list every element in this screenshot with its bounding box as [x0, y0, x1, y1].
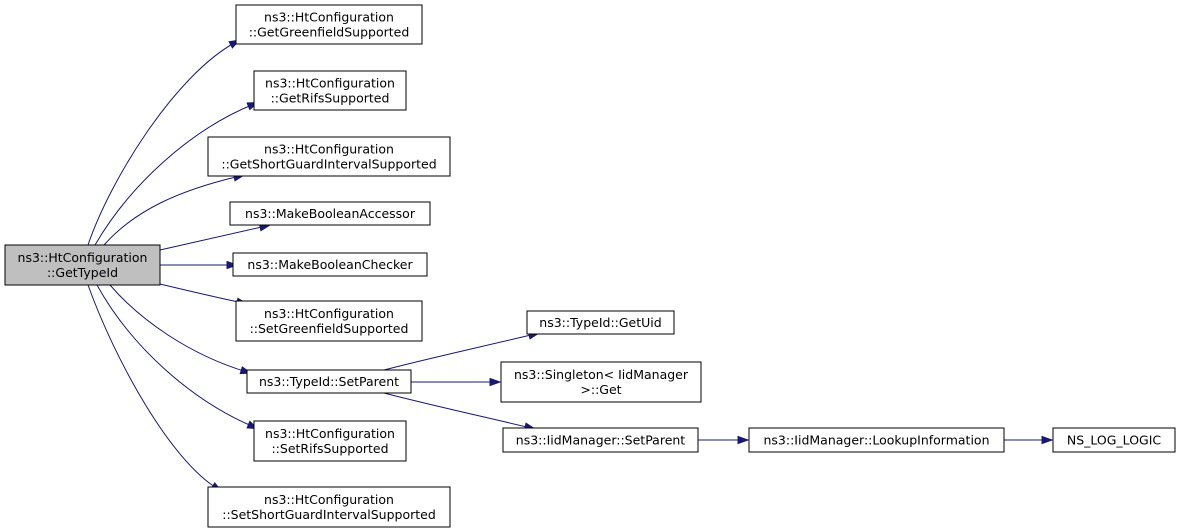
- node-box: [500, 361, 702, 403]
- arrowhead-icon: [489, 377, 502, 387]
- arrowhead-icon: [226, 260, 239, 270]
- node-label: ns3::MakeBooleanAccessor: [245, 206, 416, 221]
- node-typeid-get-uid[interactable]: ns3::TypeId::GetUid: [526, 310, 675, 335]
- edge-line: [94, 103, 255, 246]
- node-box: [235, 4, 423, 45]
- node-set-rifs-supported[interactable]: ns3::HtConfiguration::SetRifsSupported: [253, 420, 407, 462]
- node-label: ns3::HtConfiguration: [264, 142, 394, 157]
- node-set-greenfield-supported[interactable]: ns3::HtConfiguration::SetGreenfieldSuppo…: [235, 300, 423, 342]
- edge-iidmanager-set-parent-to-iidmanager-lookup-information: [698, 435, 750, 445]
- edge-line: [383, 392, 532, 429]
- node-get-type-id[interactable]: ns3::HtConfiguration::GetTypeId: [4, 244, 161, 286]
- arrowhead-icon: [737, 435, 750, 445]
- edge-get-type-id-to-typeid-set-parent: [109, 284, 253, 375]
- node-label: ns3::TypeId::GetUid: [539, 315, 661, 330]
- edge-get-type-id-to-make-boolean-checker: [159, 260, 239, 270]
- edge-get-type-id-to-make-boolean-accessor: [159, 223, 272, 251]
- node-label: ns3::Singleton< IidManager: [514, 367, 689, 382]
- node-label: ns3::HtConfiguration: [265, 426, 395, 441]
- edge-get-type-id-to-set-greenfield-supported: [159, 283, 249, 306]
- node-label: ns3::HtConfiguration: [264, 10, 394, 25]
- edge-line: [383, 333, 536, 371]
- edge-line: [96, 284, 255, 428]
- node-label: ::GetTypeId: [47, 265, 118, 280]
- edge-line: [103, 175, 241, 246]
- node-label: ::SetGreenfieldSupported: [250, 321, 409, 336]
- edge-line: [87, 284, 219, 490]
- edge-iidmanager-lookup-information-to-ns-log-logic: [1004, 435, 1054, 445]
- node-get-short-guard-interval-supported[interactable]: ns3::HtConfiguration::GetShortGuardInter…: [207, 136, 451, 177]
- node-label: ::SetShortGuardIntervalSupported: [222, 507, 436, 522]
- node-label: ns3::IidManager::LookupInformation: [763, 433, 989, 448]
- edge-line: [159, 283, 244, 304]
- node-box: [253, 420, 407, 462]
- node-label: ns3::HtConfiguration: [264, 306, 394, 321]
- node-label: ::GetGreenfieldSupported: [249, 25, 410, 40]
- node-label: NS_LOG_LOGIC: [1067, 433, 1162, 448]
- node-ns-log-logic[interactable]: NS_LOG_LOGIC: [1052, 427, 1176, 453]
- node-make-boolean-accessor[interactable]: ns3::MakeBooleanAccessor: [229, 201, 431, 226]
- node-label: ns3::MakeBooleanChecker: [247, 257, 413, 272]
- edge-get-type-id-to-get-short-guard-interval-supported: [103, 173, 246, 246]
- node-box: [235, 300, 423, 342]
- node-box: [207, 136, 451, 177]
- edge-get-type-id-to-set-rifs-supported: [96, 284, 260, 430]
- node-label: ns3::HtConfiguration: [18, 250, 148, 265]
- edge-line: [109, 284, 248, 373]
- node-label: ::GetShortGuardIntervalSupported: [221, 157, 436, 172]
- node-make-boolean-checker[interactable]: ns3::MakeBooleanChecker: [232, 252, 428, 277]
- node-box: [229, 201, 431, 226]
- node-label: ::GetRifsSupported: [271, 91, 390, 106]
- node-get-greenfield-supported[interactable]: ns3::HtConfiguration::GetGreenfieldSuppo…: [235, 4, 423, 45]
- node-box: [246, 369, 412, 394]
- node-label: ns3::HtConfiguration: [265, 76, 395, 91]
- node-box: [1052, 427, 1176, 453]
- node-iidmanager-set-parent[interactable]: ns3::IidManager::SetParent: [502, 427, 699, 453]
- node-label: ::SetRifsSupported: [271, 441, 388, 456]
- node-get-rifs-supported[interactable]: ns3::HtConfiguration::GetRifsSupported: [253, 70, 407, 111]
- edge-get-type-id-to-set-short-guard-interval-supported: [87, 284, 223, 492]
- node-typeid-set-parent[interactable]: ns3::TypeId::SetParent: [246, 369, 412, 394]
- edge-typeid-set-parent-to-singleton-get: [411, 377, 502, 387]
- node-box: [207, 486, 451, 528]
- node-singleton-get[interactable]: ns3::Singleton< IidManager>::Get: [500, 361, 702, 403]
- arrowhead-icon: [1041, 435, 1054, 445]
- node-box: [253, 70, 407, 111]
- node-box: [502, 427, 699, 453]
- node-box: [526, 310, 675, 335]
- edge-line: [87, 41, 237, 246]
- edge-line: [159, 225, 267, 251]
- node-label: ns3::IidManager::SetParent: [516, 433, 686, 448]
- node-box: [748, 427, 1005, 453]
- node-box: [232, 252, 428, 277]
- node-label: ns3::TypeId::SetParent: [259, 374, 399, 389]
- node-label: ns3::HtConfiguration: [264, 492, 394, 507]
- node-iidmanager-lookup-information[interactable]: ns3::IidManager::LookupInformation: [748, 427, 1005, 453]
- node-set-short-guard-interval-supported[interactable]: ns3::HtConfiguration::SetShortGuardInter…: [207, 486, 451, 528]
- node-label: >::Get: [580, 382, 621, 397]
- nodes-layer: ns3::HtConfiguration::GetTypeIdns3::HtCo…: [4, 4, 1176, 528]
- node-box: [4, 244, 161, 286]
